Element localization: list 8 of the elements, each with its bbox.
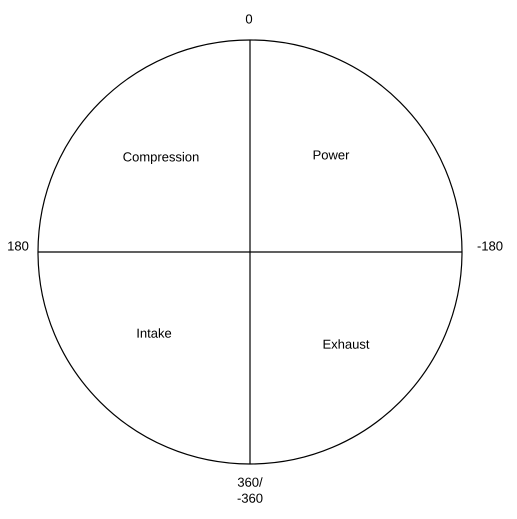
quadrant-label: Compression bbox=[123, 152, 198, 164]
angle-label: -180 bbox=[478, 241, 502, 251]
quadrant-label: Exhaust bbox=[324, 339, 370, 349]
quadrant-label: Power bbox=[314, 150, 350, 160]
angle-label: 360/ -360 bbox=[238, 477, 263, 503]
angle-label: 0 bbox=[246, 14, 252, 24]
angle-label: 180 bbox=[8, 241, 28, 251]
quadrant-label: Intake bbox=[138, 328, 172, 338]
